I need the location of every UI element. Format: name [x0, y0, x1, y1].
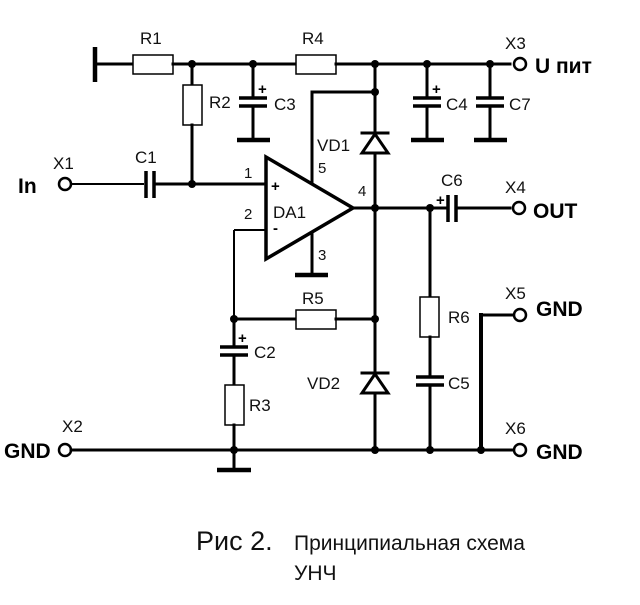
caption-prefix: Рис 2.: [196, 526, 273, 556]
terminal-x5[interactable]: [512, 307, 528, 323]
diode-vd2: [359, 371, 391, 395]
terminal-x3[interactable]: [512, 56, 528, 72]
resistor-r6: [419, 296, 440, 338]
terminal-name-in: In: [18, 175, 37, 198]
pin-1-label: 1: [244, 165, 252, 182]
label-r3: R3: [249, 396, 271, 415]
terminal-name-gnd-x6: GND: [536, 441, 583, 464]
terminal-name-u-pit: U пит: [535, 55, 592, 78]
junction: [230, 446, 238, 454]
resistor-r4: [295, 54, 337, 75]
caption-line-1: Принципиальная схема: [294, 532, 525, 555]
label-c3: C3: [274, 95, 296, 114]
terminal-name-out: OUT: [533, 200, 578, 223]
diode-vd1: [359, 131, 391, 155]
label-da1: DA1: [273, 203, 306, 222]
junction: [249, 60, 257, 68]
junction: [486, 60, 494, 68]
pin-2-label: 2: [244, 206, 252, 223]
label-x3: X3: [505, 34, 526, 53]
polarity-mark-c6: +: [436, 192, 445, 209]
pin-5-label: 5: [318, 160, 326, 177]
terminal-x6[interactable]: [512, 442, 528, 458]
terminal-x2[interactable]: [57, 442, 73, 458]
label-vd1: VD1: [317, 136, 350, 155]
label-c4: C4: [446, 95, 468, 114]
label-c7: C7: [509, 95, 531, 114]
resistor-r5: [295, 309, 337, 330]
label-c2: C2: [254, 343, 276, 362]
label-x2: X2: [62, 417, 83, 436]
label-c1: C1: [135, 148, 157, 167]
noninverting-input-mark: +: [271, 178, 280, 195]
pin-3-label: 3: [318, 247, 326, 264]
terminal-name-gnd-x2: GND: [4, 440, 51, 463]
terminal-x1[interactable]: [57, 176, 73, 192]
junction: [371, 204, 379, 212]
junction: [426, 446, 434, 454]
polarity-mark-c3: +: [258, 81, 267, 98]
junction: [371, 60, 379, 68]
terminal-x4[interactable]: [511, 200, 527, 216]
label-c6: C6: [441, 171, 463, 190]
label-x6: X6: [505, 419, 526, 438]
polarity-mark-c2: +: [238, 330, 247, 347]
junction: [371, 315, 379, 323]
label-x4: X4: [505, 178, 526, 197]
junction: [477, 446, 485, 454]
label-x1: X1: [53, 154, 74, 173]
polarity-mark-c4: +: [432, 81, 441, 98]
junction: [188, 60, 196, 68]
resistor-r2: [182, 84, 203, 126]
label-r1: R1: [140, 29, 162, 48]
caption-line-2: УНЧ: [294, 562, 337, 585]
label-x5: X5: [505, 284, 526, 303]
terminal-name-gnd-x5: GND: [536, 298, 583, 321]
resistor-r3: [224, 384, 245, 426]
junction: [423, 60, 431, 68]
opamp-da1: [264, 153, 357, 263]
label-c5: C5: [448, 374, 470, 393]
resistor-r1: [132, 54, 174, 75]
label-r5: R5: [302, 289, 324, 308]
junction: [371, 88, 379, 96]
pin-4-label: 4: [358, 183, 366, 200]
inverting-input-mark: -: [273, 220, 278, 237]
label-vd2: VD2: [307, 374, 340, 393]
label-r4: R4: [302, 29, 324, 48]
label-r2: R2: [209, 93, 231, 112]
label-r6: R6: [448, 308, 470, 327]
junction: [371, 446, 379, 454]
